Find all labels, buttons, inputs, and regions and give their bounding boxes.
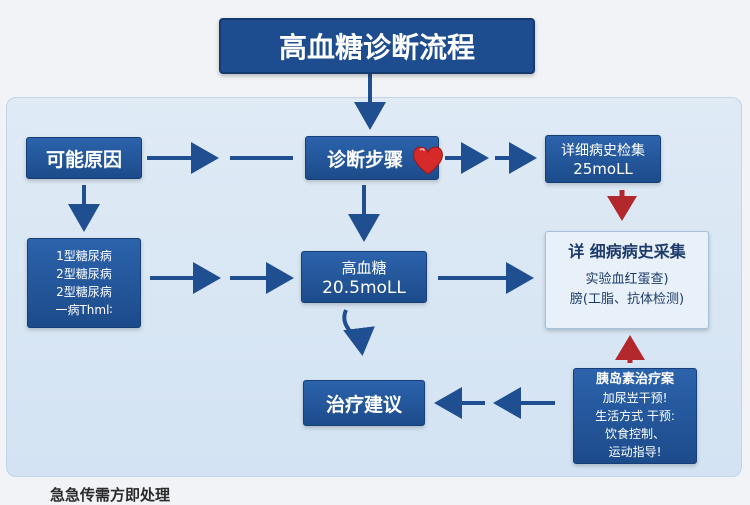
type-line: 1型糖尿病 (56, 249, 112, 263)
node-history-collect[interactable]: 详 细病病史采集 实验血红蛋查) 膀(工脂、抗体检测) (545, 231, 709, 329)
node-treatment-advice[interactable]: 治疗建议 (303, 380, 425, 426)
type-line: 一病Thml∶ (55, 303, 113, 317)
node-value: 20.5moLL (322, 277, 406, 298)
node-history-check[interactable]: 详细病史检集 25moLL (545, 135, 661, 183)
node-label: 可能原因 (45, 148, 122, 171)
plan-line: 生活方式 干预: (595, 409, 675, 423)
type-line: 2型糖尿病 (56, 267, 112, 281)
collect-line: 实验血红蛋查) (585, 272, 669, 287)
node-possible-causes[interactable]: 可能原因 (26, 137, 142, 179)
node-insulin-plan[interactable]: 胰岛素治疗案 加尿岦干预! 生活方式 干预: 饮食控制、 运动指导! (573, 368, 697, 464)
arrow-hyperglycemia-to-treatment (342, 309, 375, 356)
type-line: 2型糖尿病 (56, 285, 112, 299)
plan-line: 加尿岦干预! (602, 391, 668, 405)
page-title: 高血糖诊断流程 (219, 18, 535, 74)
node-diabetes-types[interactable]: 1型糖尿病 2型糖尿病 2型糖尿病 一病Thml∶ (27, 238, 141, 328)
footer-note: 急急传需方即处理 (50, 486, 171, 504)
node-label: 详 细病病史采集 (568, 242, 686, 261)
node-label: 胰岛素治疗案 (595, 372, 674, 387)
node-value: 25moLL (573, 160, 633, 178)
heart-icon (413, 146, 443, 175)
collect-line: 膀(工脂、抗体检测) (569, 292, 685, 307)
node-hyperglycemia[interactable]: 高血糖 20.5moLL (301, 251, 427, 303)
node-label: 治疗建议 (325, 393, 402, 416)
plan-line: 运动指导! (608, 445, 662, 459)
node-label: 高血糖 (341, 258, 387, 277)
node-label: 详细病史检集 (561, 143, 645, 159)
plan-line: 饮食控制、 (604, 427, 665, 441)
node-label: 诊断步骤 (326, 148, 403, 171)
